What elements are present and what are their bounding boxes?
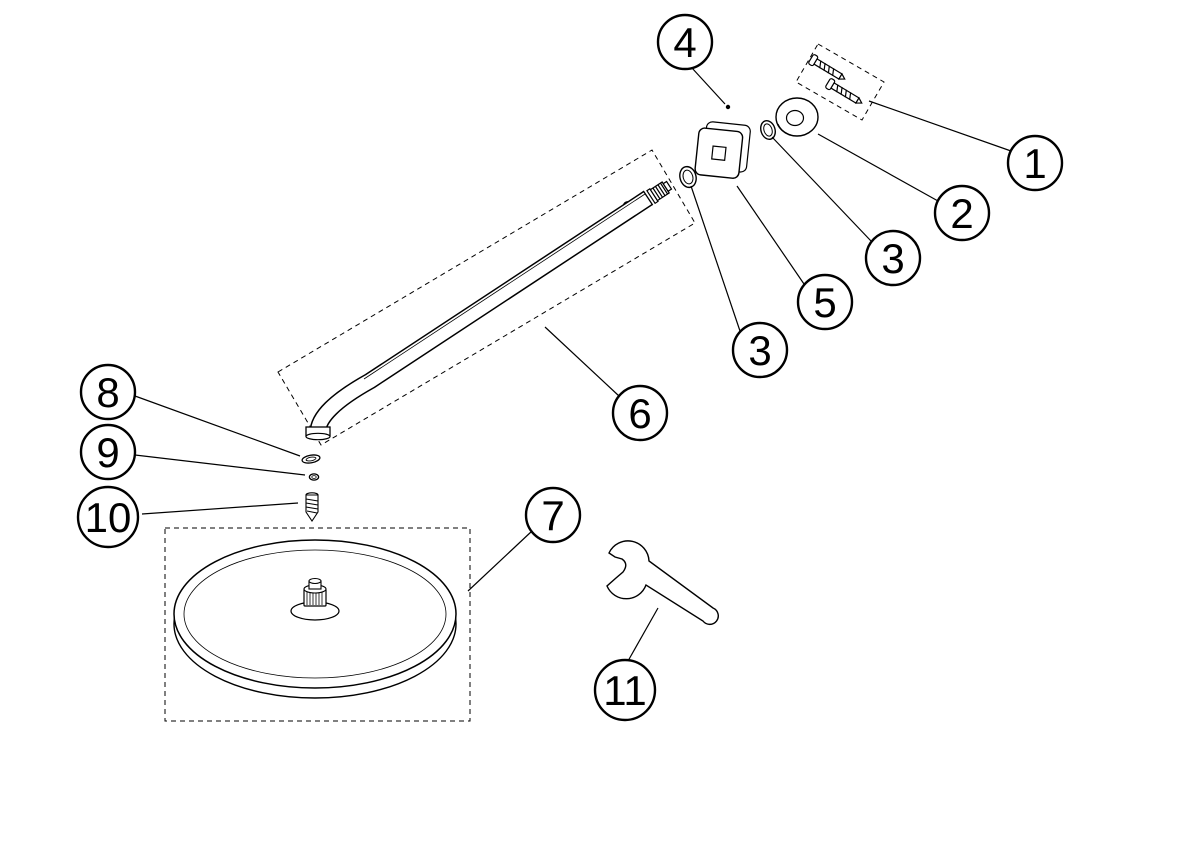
- head-dashed-box: [164, 527, 471, 722]
- washer: [301, 454, 321, 464]
- callout-2-label: 2: [950, 190, 973, 237]
- callout-2: 2: [933, 184, 991, 242]
- callout-10: 10: [76, 485, 140, 549]
- callout-3b: 3: [731, 321, 789, 379]
- filter-screw: [305, 492, 319, 522]
- square-escutcheon: [694, 104, 751, 179]
- callout-3b-label: 3: [748, 327, 771, 374]
- shower-arm-group: [277, 149, 696, 446]
- leader-10: [141, 502, 299, 515]
- leader-3b: [690, 185, 741, 332]
- callout-1-label: 1: [1023, 140, 1046, 187]
- mounting-screws: [795, 43, 885, 121]
- callout-6-label: 6: [628, 390, 651, 437]
- leader-3a: [771, 136, 872, 242]
- o-ring-upper: [760, 120, 776, 140]
- leader-6: [544, 326, 620, 397]
- screw-1-icon: [808, 54, 846, 80]
- callout-5: 5: [796, 273, 854, 331]
- leader-2: [817, 133, 939, 202]
- callout-1: 1: [1006, 134, 1064, 192]
- callout-7: 7: [524, 486, 582, 544]
- callout-11: 11: [593, 658, 657, 722]
- callout-9: 9: [79, 423, 137, 481]
- screws-dashed-box: [795, 43, 885, 121]
- callout-9-label: 9: [96, 429, 119, 476]
- callout-8-label: 8: [96, 369, 119, 416]
- shower-head: [173, 539, 457, 699]
- callout-5-label: 5: [813, 279, 836, 326]
- set-screw: [725, 104, 731, 110]
- o-ring-lower: [679, 165, 697, 189]
- leader-8: [134, 395, 301, 457]
- leader-11: [627, 607, 659, 662]
- leader-5: [736, 185, 805, 285]
- shower-head-group: [164, 527, 471, 722]
- leader-1: [868, 100, 1012, 152]
- round-escutcheon: [775, 97, 819, 137]
- callout-8: 8: [79, 363, 137, 421]
- callout-4: 4: [656, 13, 714, 71]
- arm-threaded-fitting: [646, 180, 673, 205]
- open-end-wrench: [606, 540, 719, 626]
- callout-3a: 3: [864, 229, 922, 287]
- callout-4-label: 4: [673, 19, 696, 66]
- shower-arm: [305, 190, 654, 441]
- callout-10-label: 10: [85, 494, 132, 541]
- arm-dashed-box: [277, 149, 696, 446]
- callout-6: 6: [611, 384, 669, 442]
- screw-2-icon: [825, 78, 863, 104]
- leader-lines: [134, 67, 1012, 662]
- leader-4: [691, 67, 726, 105]
- leader-9: [134, 454, 306, 476]
- callout-3a-label: 3: [881, 235, 904, 282]
- small-o-ring: [308, 473, 320, 481]
- callout-11-label: 11: [603, 667, 647, 714]
- leader-7: [467, 530, 533, 592]
- callout-7-label: 7: [541, 492, 564, 539]
